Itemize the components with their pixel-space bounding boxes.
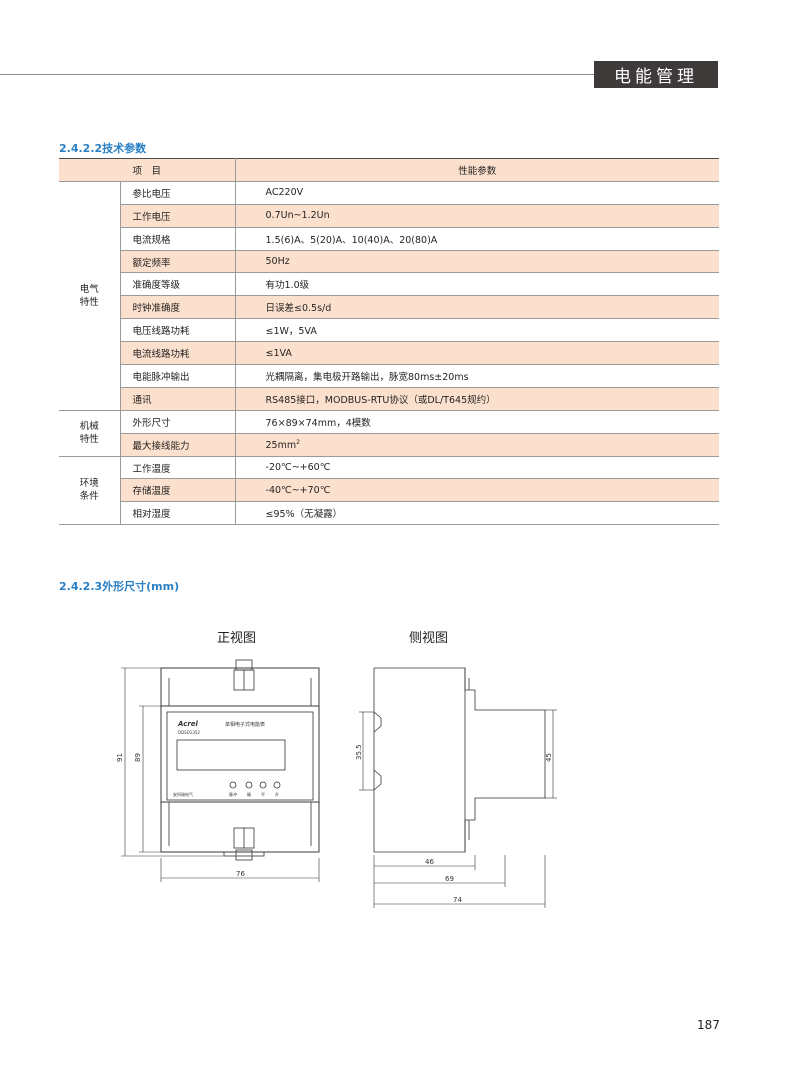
front-view-label: 正视图 [217,631,257,646]
table-row: 时钟准确度 日误差≤0.5s/d [59,295,720,320]
row-value: 光耦隔离，集电极开路输出，脉宽80ms±20ms [234,364,720,388]
dim-label: 91 [116,753,124,762]
table-row: 最大接线能力 25mm2 [59,433,720,457]
brand-logo: Acrel [177,720,199,728]
table-row: 电流规格 1.5(6)A、5(20)A、10(40)A、20(80)A [59,227,720,251]
row-value: 日误差≤0.5s/d [234,295,720,320]
row-name: 参比电压 [119,181,236,205]
spec-table: 项 目 性能参数 电气 特性 参比电压 AC220V 工作电压 0.7Un~1.… [59,158,720,526]
row-name: 额定频率 [119,250,236,274]
table-row: 准确度等级 有功1.0级 [59,272,720,297]
table-row: 额定频率 50Hz [59,250,720,274]
row-name: 通讯 [119,387,236,411]
model-label: DDSD1352 [178,730,200,735]
button-label: 脉冲 [229,791,237,797]
section-title-tech-params: 2.4.2.2技术参数 [59,142,147,155]
button-label: 确 [247,791,251,797]
row-name: 工作温度 [119,456,236,480]
row-value: ≤1VA [234,341,720,366]
row-value: 76×89×74mm，4模数 [234,410,720,434]
chapter-title: 电能管理 [594,61,718,88]
dim-label: 69 [445,875,454,883]
row-name: 外形尺寸 [119,410,236,434]
dim-label: 45 [545,753,553,762]
button-label: 平 [261,792,265,797]
group-mechanical: 机械 特性 [59,410,120,457]
row-name: 电流线路功耗 [119,341,236,366]
section-title-dimensions: 2.4.2.3外形尺寸(mm) [59,580,180,593]
group-label: 环境 条件 [79,478,99,503]
row-value: -40℃~+70℃ [234,478,720,503]
front-view-drawing: Acrel 单相电子式电能表 DDSD1352 安科瑞电气 脉冲 确 平 升 9… [116,659,320,882]
group-label: 机械 特性 [79,421,99,446]
product-name: 单相电子式电能表 [225,721,265,728]
button-label: 升 [275,791,279,797]
table-row: 机械 特性 外形尺寸 76×89×74mm，4模数 [59,410,720,457]
table-row: 环境 条件 工作温度 -20℃~+60℃ [59,456,720,526]
table-row: 电压线路功耗 ≤1W，5VA [59,318,720,343]
row-value: RS485接口，MODBUS-RTU协议（或DL/T645规约） [234,387,720,411]
row-name: 电能脉冲输出 [119,364,236,388]
row-value: 50Hz [234,250,720,274]
group-electrical: 电气 特性 [59,181,120,411]
row-value: 25mm2 [234,433,720,457]
row-name: 准确度等级 [119,272,236,297]
row-name: 相对湿度 [119,501,236,526]
table-row: 电能脉冲输出 光耦隔离，集电极开路输出，脉宽80ms±20ms [59,364,720,388]
row-value: 有功1.0级 [234,272,720,297]
brand-cn: 安科瑞电气 [173,791,193,797]
row-value: AC220V [234,181,720,205]
header-rule [0,74,594,75]
row-name: 电流规格 [119,227,236,251]
table-row: 存储温度 -40℃~+70℃ [59,478,720,503]
side-view-label: 侧视图 [409,631,449,646]
page-number: 187 [697,1018,720,1032]
dim-label: 46 [425,858,434,866]
row-value: -20℃~+60℃ [234,456,720,480]
superscript: 2 [296,438,300,446]
table-row: 通讯 RS485接口，MODBUS-RTU协议（或DL/T645规约） [59,387,720,411]
row-value: ≤95%（无凝露） [234,501,720,526]
side-view-drawing: 35.5 45 46 69 74 [355,667,557,908]
group-environment: 环境 条件 [59,456,120,526]
row-name: 工作电压 [119,204,236,228]
table-row: 电流线路功耗 ≤1VA [59,341,720,366]
table-row: 工作电压 0.7Un~1.2Un [59,204,720,228]
row-value: 1.5(6)A、5(20)A、10(40)A、20(80)A [234,227,720,251]
header-param: 性能参数 [234,158,720,182]
row-name: 存储温度 [119,478,236,503]
dim-label: 76 [236,870,245,878]
header-item: 项 目 [59,158,236,182]
group-label: 电气 特性 [79,283,99,308]
row-value: ≤1W，5VA [234,318,720,343]
row-name: 电压线路功耗 [119,318,236,343]
row-value: 0.7Un~1.2Un [234,204,720,228]
row-value-text: 25mm [265,439,297,451]
dim-label: 35.5 [355,744,363,760]
table-row: 电气 特性 参比电压 AC220V [59,181,720,411]
table-row: 相对湿度 ≤95%（无凝露） [59,501,720,526]
dim-label: 74 [453,896,462,904]
table-header-row: 项 目 性能参数 [59,158,720,182]
dim-label: 89 [134,753,142,762]
row-name: 最大接线能力 [119,433,236,457]
row-name: 时钟准确度 [119,295,236,320]
